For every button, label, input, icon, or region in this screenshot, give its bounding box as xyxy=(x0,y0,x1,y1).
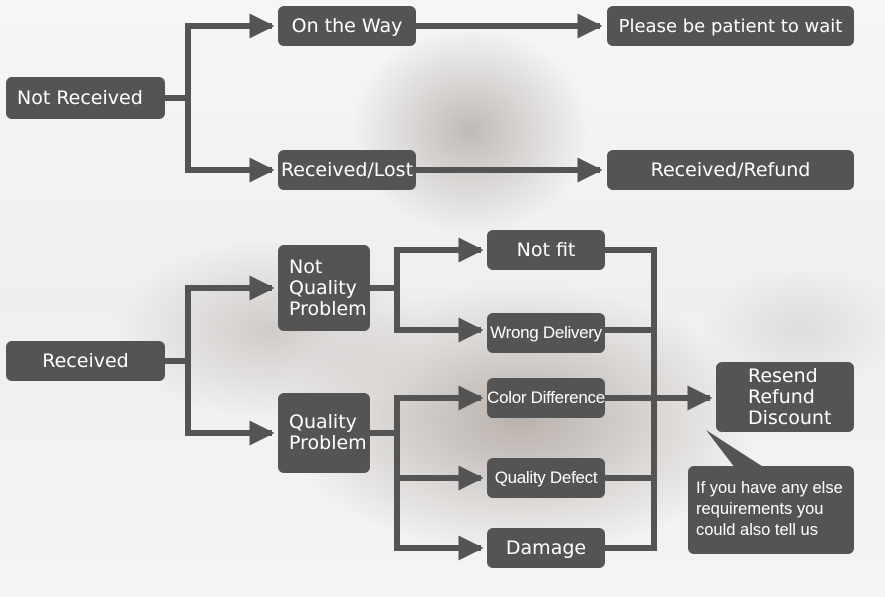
arrow-to-quality-problem xyxy=(185,361,275,446)
node-resolution: Resend Refund Discount xyxy=(716,362,854,432)
node-not-quality-problem: Not Quality Problem xyxy=(278,245,370,331)
arrow-to-on-the-way xyxy=(165,13,275,101)
arrow-to-damage xyxy=(394,478,484,561)
node-color-difference: Color Difference xyxy=(487,378,605,418)
node-not-fit: Not fit xyxy=(487,230,605,270)
node-not-received: Not Received xyxy=(6,77,165,119)
node-received: Received xyxy=(6,341,165,381)
node-wrong-delivery: Wrong Delivery xyxy=(487,313,605,353)
node-please-wait: Please be patient to wait xyxy=(607,6,854,46)
arrow-to-not-quality-problem xyxy=(165,275,275,364)
arrow-to-received-lost xyxy=(185,98,275,183)
node-quality-problem: Quality Problem xyxy=(278,393,370,473)
node-quality-defect: Quality Defect xyxy=(487,458,605,498)
node-received-lost: Received/Lost xyxy=(278,150,416,190)
node-on-the-way: On the Way xyxy=(278,6,416,46)
node-received-refund: Received/Refund xyxy=(607,150,854,190)
note-bubble: If you have any else requirements you co… xyxy=(688,466,854,554)
node-damage: Damage xyxy=(487,528,605,568)
arrow-to-wrong-delivery xyxy=(394,250,484,343)
